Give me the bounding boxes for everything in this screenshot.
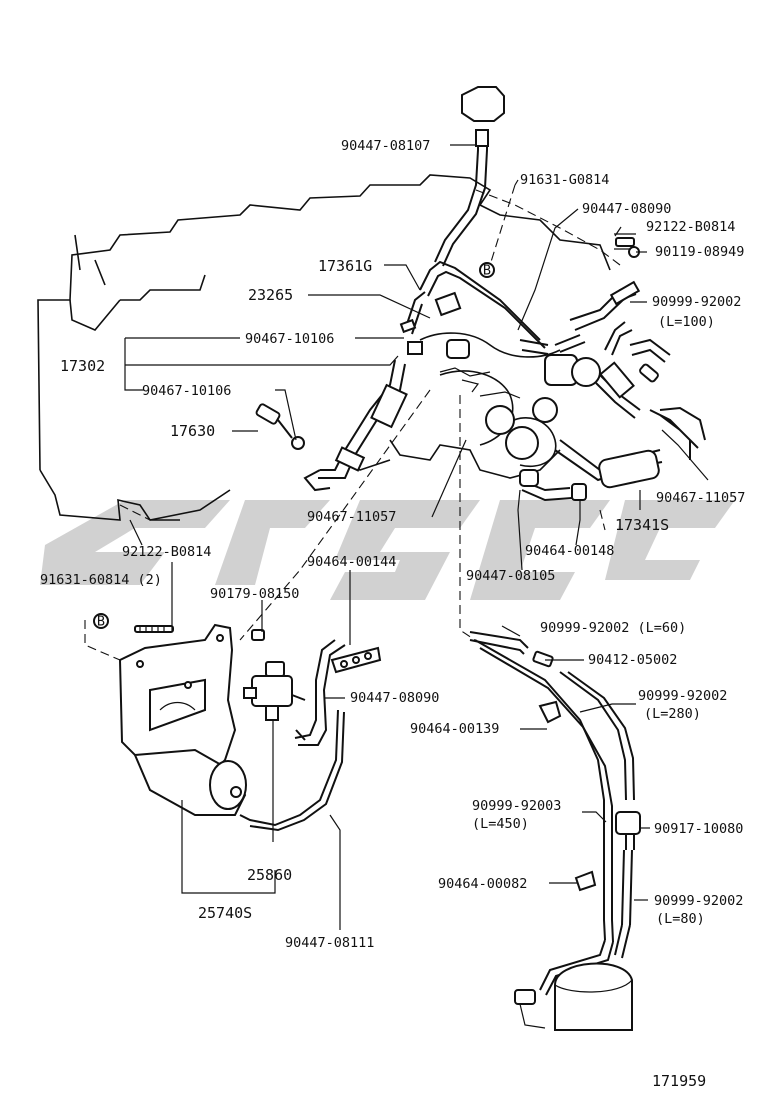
canister-hoses-right <box>519 406 706 502</box>
label-90412-05002: 90412-05002 <box>588 652 677 668</box>
watermark <box>40 500 735 600</box>
label-23265: 23265 <box>248 286 293 304</box>
label-92122-b0814-top: 92122-B0814 <box>646 219 735 235</box>
fuel-tank-hoses <box>469 631 641 996</box>
upper-hose-assembly <box>404 233 671 419</box>
label-91631-g0814: 91631-G0814 <box>520 172 609 188</box>
label-90467-11057-right: 90467-11057 <box>656 490 745 506</box>
label-92122-b0814-left: 92122-B0814 <box>122 544 211 560</box>
label-l280: (L=280) <box>644 706 701 722</box>
label-l450: (L=450) <box>472 816 529 832</box>
label-90464-00082: 90464-00082 <box>438 876 527 892</box>
leader-lines <box>124 144 709 930</box>
intake-center <box>439 367 558 460</box>
label-17341s: 17341S <box>615 516 669 534</box>
badge-b-left <box>93 613 109 629</box>
label-90467-11057-left: 90467-11057 <box>307 509 396 525</box>
valve-17630 <box>255 403 305 450</box>
ref-badges: B B <box>93 262 495 630</box>
label-25740s: 25740S <box>198 904 252 922</box>
label-90467-10106-b: 90467-10106 <box>142 383 231 399</box>
label-90464-00139: 90464-00139 <box>410 721 499 737</box>
label-90999-92002-a: 90999-92002 <box>652 294 741 310</box>
label-91631-60814: 91631-60814 (2) <box>40 572 162 588</box>
vsv-25860 <box>243 629 306 741</box>
label-l80: (L=80) <box>656 911 705 927</box>
label-17302: 17302 <box>60 357 105 375</box>
label-17630: 17630 <box>170 422 215 440</box>
label-25860: 25860 <box>247 866 292 884</box>
label-90999-92003: 90999-92003 <box>472 798 561 814</box>
label-17361g: 17361G <box>318 257 372 275</box>
fuel-tank <box>514 962 633 1031</box>
diagram-id: 171959 <box>652 1072 706 1090</box>
label-90179-08150: 90179-08150 <box>210 586 299 602</box>
engine-block <box>37 174 611 521</box>
label-90999-92002-l60: 90999-92002 (L=60) <box>540 620 686 636</box>
top-cap-assembly <box>434 86 505 267</box>
label-90447-08111: 90447-08111 <box>285 935 374 951</box>
label-l100: (L=100) <box>658 314 715 330</box>
dashed-reference-lines <box>84 184 621 661</box>
badge-b-top <box>479 262 495 278</box>
label-90999-92002-c: 90999-92002 <box>654 893 743 909</box>
label-90447-08105: 90447-08105 <box>466 568 555 584</box>
label-90119-08949: 90119-08949 <box>655 244 744 260</box>
badge-b-left-letter: B <box>97 614 105 630</box>
badge-b-top-letter: B <box>483 263 491 279</box>
label-90464-00144: 90464-00144 <box>307 554 396 570</box>
bracket-canister-25740s <box>118 623 247 816</box>
pipe-assembly-17302 <box>303 318 423 492</box>
hoses-lower-left <box>239 639 382 832</box>
label-90447-08090-mid: 90447-08090 <box>350 690 439 706</box>
label-90447-08107: 90447-08107 <box>341 138 430 154</box>
label-90917-10080: 90917-10080 <box>654 821 743 837</box>
label-90464-00148: 90464-00148 <box>525 543 614 559</box>
part-labels: 90447-08107 91631-G0814 90447-08090 9212… <box>40 138 745 1090</box>
label-90467-10106-a: 90467-10106 <box>245 331 334 347</box>
label-90447-08090-top: 90447-08090 <box>582 201 671 217</box>
label-90999-92002-b: 90999-92002 <box>638 688 727 704</box>
